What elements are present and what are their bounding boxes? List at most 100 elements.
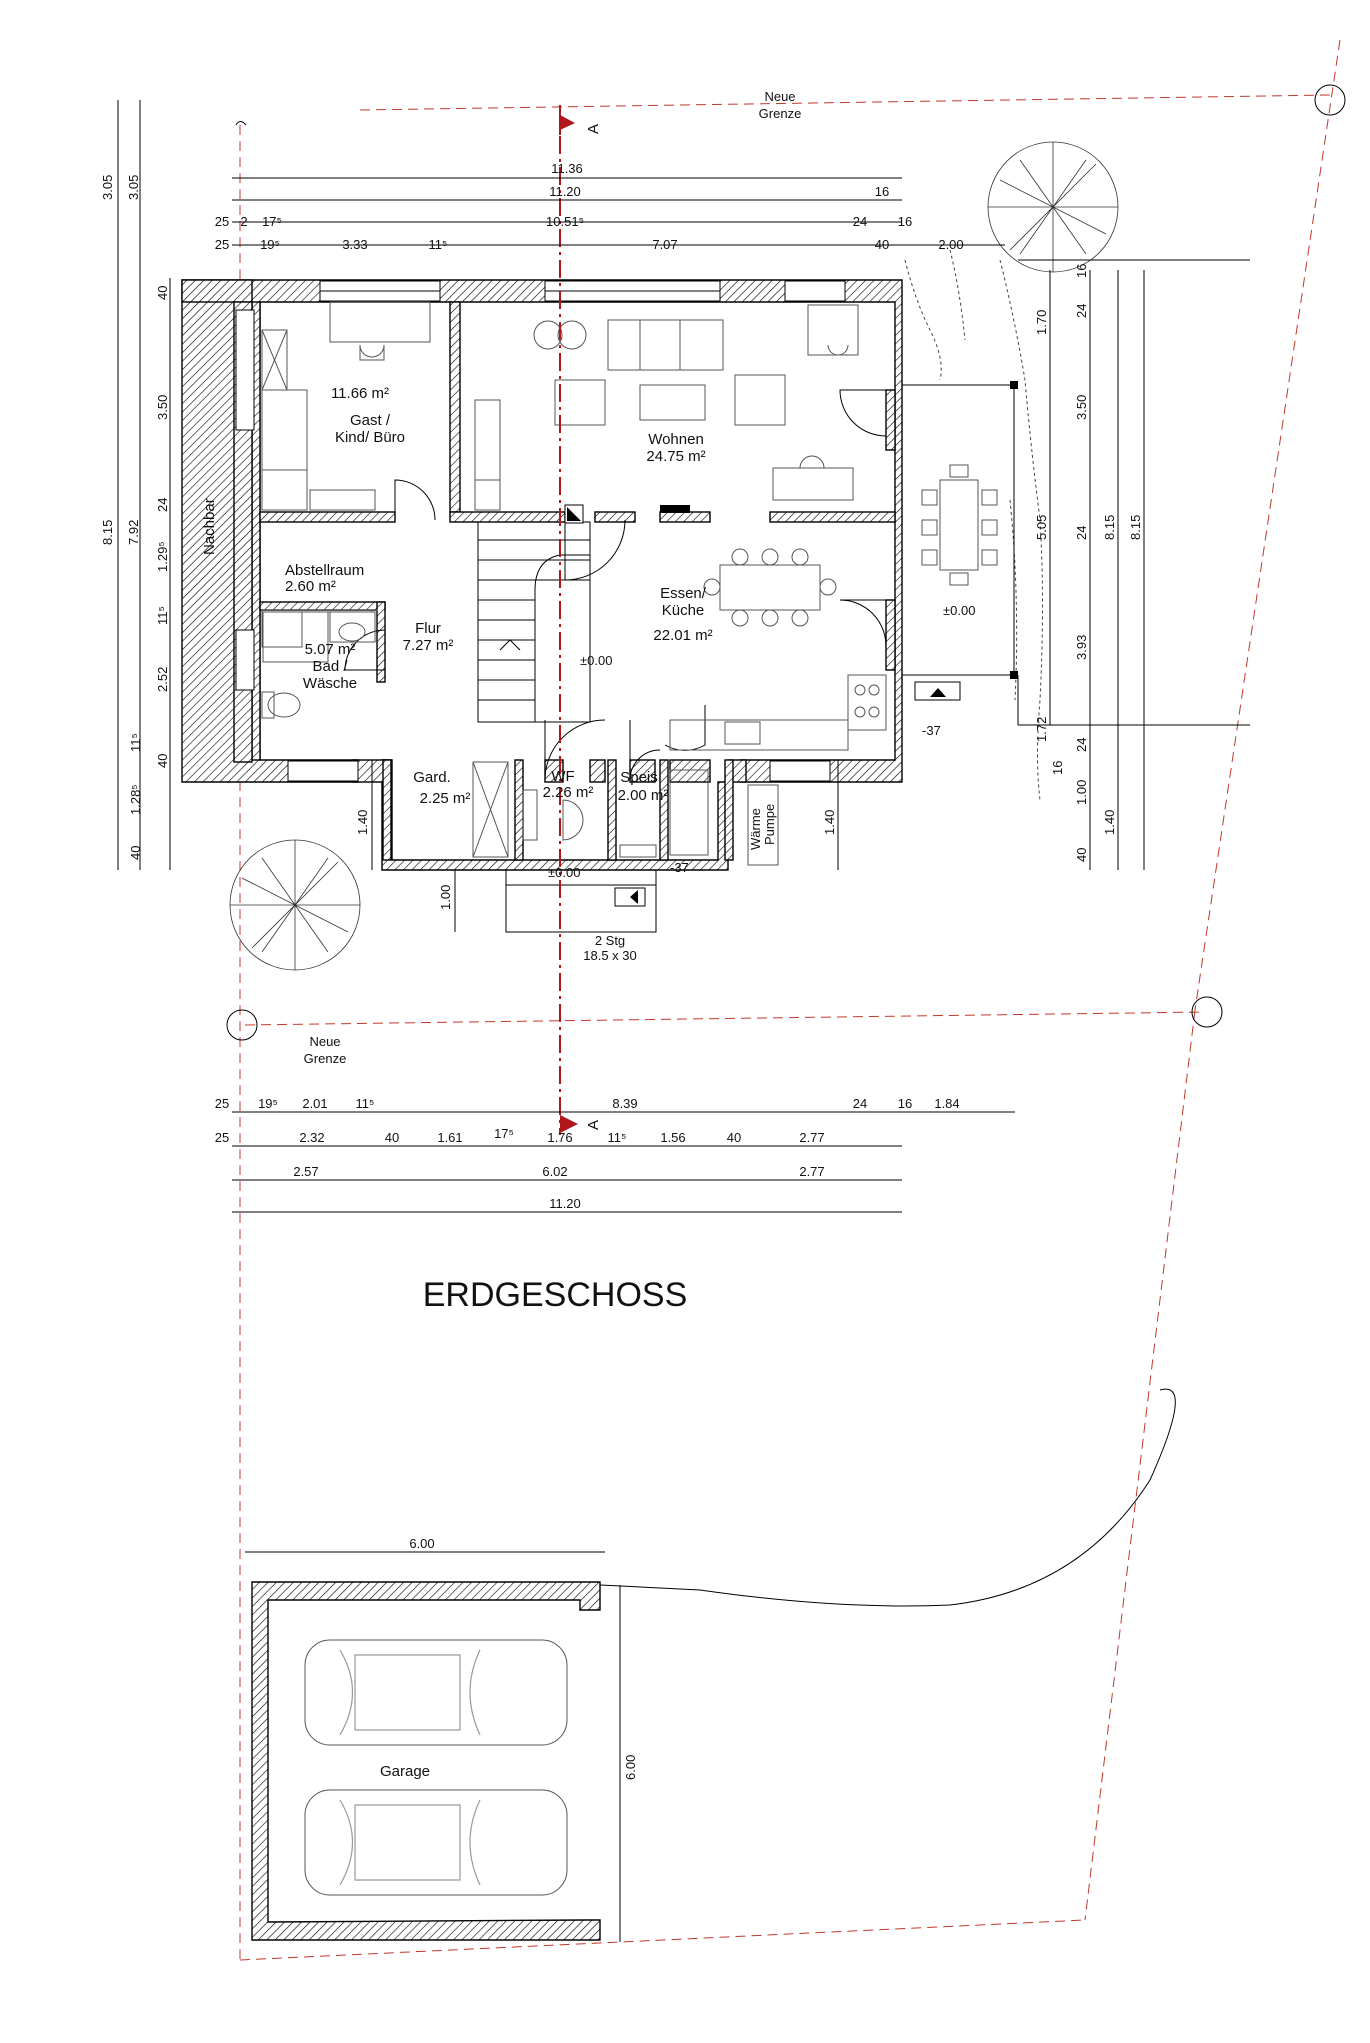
dim-left-porch-a: 1.40 xyxy=(355,810,370,835)
room-essen-area: 22.01 m² xyxy=(653,627,712,644)
room-abstellraum-area: 2.60 m² xyxy=(285,578,336,595)
dim-right-terrace-d: 1.72 xyxy=(1034,717,1049,742)
dim-bottom-1-e: 8.39 xyxy=(612,1096,637,1111)
room-gard-area: 2.25 m² xyxy=(420,790,471,807)
dim-left-inner-a: 3.05 xyxy=(126,175,141,200)
dim-top-4-f: 40 xyxy=(875,237,889,252)
room-speis-name: Speis xyxy=(620,769,658,786)
dim-right-porch: 1.40 xyxy=(822,810,837,835)
dim-top-2-b: 16 xyxy=(875,184,889,199)
dim-bottom-1-a: 25 xyxy=(215,1096,229,1111)
dim-right-terrace-b: 1.70 xyxy=(1034,310,1049,335)
dim-bottom-4-a: 11.20 xyxy=(549,1196,581,1211)
dim-bottom-2-g: 11⁵ xyxy=(608,1130,627,1145)
dim-top-4-b: 19⁵ xyxy=(260,237,280,252)
property-boundary xyxy=(226,39,1346,1961)
room-flur-area: 7.27 m² xyxy=(403,637,454,654)
neighbor-label: Nachbar xyxy=(201,498,218,555)
dim-garage-width: 6.00 xyxy=(409,1536,434,1551)
boundary-label-top-2: Grenze xyxy=(759,106,802,121)
page-title: ERDGESCHOSS xyxy=(423,1276,688,1314)
boundary-label-bottom-2: Grenze xyxy=(304,1051,347,1066)
dim-bottom-2-d: 1.61 xyxy=(437,1130,462,1145)
dim-bottom-1-d: 11⁵ xyxy=(356,1096,375,1111)
room-gast-name-1: Gast / xyxy=(350,412,391,429)
garage xyxy=(251,1388,1176,1941)
dim-bottom-3-c: 2.77 xyxy=(799,1164,824,1179)
dim-left-seg-9: 40 xyxy=(128,846,143,860)
dim-left-seg-7: 40 xyxy=(155,754,170,768)
room-bad-name-2: Wäsche xyxy=(303,675,357,692)
dim-bottom-1-g: 16 xyxy=(898,1096,912,1111)
room-flur-name: Flur xyxy=(415,620,441,637)
dim-top-3-f: 16 xyxy=(898,214,912,229)
terrace xyxy=(901,259,1250,726)
dim-top-4-d: 11⁵ xyxy=(429,237,448,252)
boundary-label-bottom-1: Neue xyxy=(309,1034,340,1049)
dim-right-c-0: 8.15 xyxy=(1128,515,1143,540)
dim-bottom-1-b: 19⁵ xyxy=(258,1096,278,1111)
dim-bottom-2-c: 40 xyxy=(385,1130,399,1145)
dim-left-inner-b: 7.92 xyxy=(126,520,141,545)
level-terrace: ±0.00 xyxy=(943,603,975,618)
dim-right-b-1: 1.40 xyxy=(1102,810,1117,835)
dim-right-a-0: 24 xyxy=(1074,304,1089,318)
dim-left-seg-4: 11⁵ xyxy=(155,606,170,625)
room-waermepumpe-name-1: Wärme xyxy=(748,808,763,850)
room-abstellraum-name: Abstellraum xyxy=(285,562,364,579)
dim-left-outer-b: 8.15 xyxy=(100,520,115,545)
dim-left-seg-8: 1.28⁵ xyxy=(128,784,143,815)
dim-bottom-2-a: 25 xyxy=(215,1130,229,1145)
dim-left-seg-0: 40 xyxy=(155,286,170,300)
dim-right-a-5: 16 xyxy=(1050,761,1065,775)
room-bad-name-1: Bad / xyxy=(312,658,348,675)
windows xyxy=(235,280,846,782)
dim-left-seg-3: 1.29⁵ xyxy=(155,541,170,572)
staircase xyxy=(477,504,591,723)
room-wohnen-area: 24.75 m² xyxy=(646,448,705,465)
dim-top-4-g: 2.00 xyxy=(938,237,963,252)
dim-left-seg-1: 3.50 xyxy=(155,395,170,420)
section-axis xyxy=(559,105,578,1135)
dim-top-3-d: 10.51⁵ xyxy=(546,214,584,229)
dim-top-4-c: 3.33 xyxy=(342,237,367,252)
level-entry: ±0.00 xyxy=(548,865,580,880)
room-wohnen-name: Wohnen xyxy=(648,431,704,448)
room-gard-name: Gard. xyxy=(413,769,451,786)
dim-top-4-e: 7.07 xyxy=(652,237,677,252)
dim-bottom-2-i: 40 xyxy=(727,1130,741,1145)
furniture-utility xyxy=(472,761,779,866)
dim-bottom-2-b: 2.32 xyxy=(299,1130,324,1145)
dim-bottom-3-b: 6.02 xyxy=(542,1164,567,1179)
dim-top-3-a: 25 xyxy=(215,214,229,229)
room-garage-name: Garage xyxy=(380,1763,430,1780)
level-ext-right: -37 xyxy=(922,723,941,738)
dim-bottom-2-h: 1.56 xyxy=(660,1130,685,1145)
dim-top-4-a: 25 xyxy=(215,237,229,252)
dimension-lines xyxy=(117,100,1145,1942)
room-essen-name-2: Küche xyxy=(662,602,705,619)
dim-right-terrace-a: 16 xyxy=(1074,264,1089,278)
dim-right-a-3: 3.93 xyxy=(1074,635,1089,660)
dim-left-seg-6: 11⁵ xyxy=(128,733,143,752)
stairs-entry-line1: 2 Stg xyxy=(595,933,625,948)
dim-bottom-2-e: 17⁵ xyxy=(494,1126,514,1141)
furniture-kitchen xyxy=(669,548,887,751)
dim-right-a-1: 3.50 xyxy=(1074,395,1089,420)
entry-steps xyxy=(505,869,657,933)
dim-left-porch-b: 1.00 xyxy=(438,885,453,910)
dim-top-2-a: 11.20 xyxy=(549,184,581,199)
furniture-gast xyxy=(261,301,431,511)
section-marker-bottom: A xyxy=(585,1120,602,1130)
hedge xyxy=(904,249,1043,801)
section-marker-top: A xyxy=(585,124,602,134)
room-wf-area: 2.26 m² xyxy=(543,784,594,801)
room-bad-area: 5.07 m² xyxy=(305,641,356,658)
level-ext-entry: -37 xyxy=(670,860,689,875)
tree-icon xyxy=(987,141,1119,273)
dim-right-b-0: 8.15 xyxy=(1102,515,1117,540)
dim-left-seg-2: 24 xyxy=(155,498,170,512)
dim-bottom-3-a: 2.57 xyxy=(293,1164,318,1179)
dim-right-terrace-c: 5.05 xyxy=(1034,515,1049,540)
